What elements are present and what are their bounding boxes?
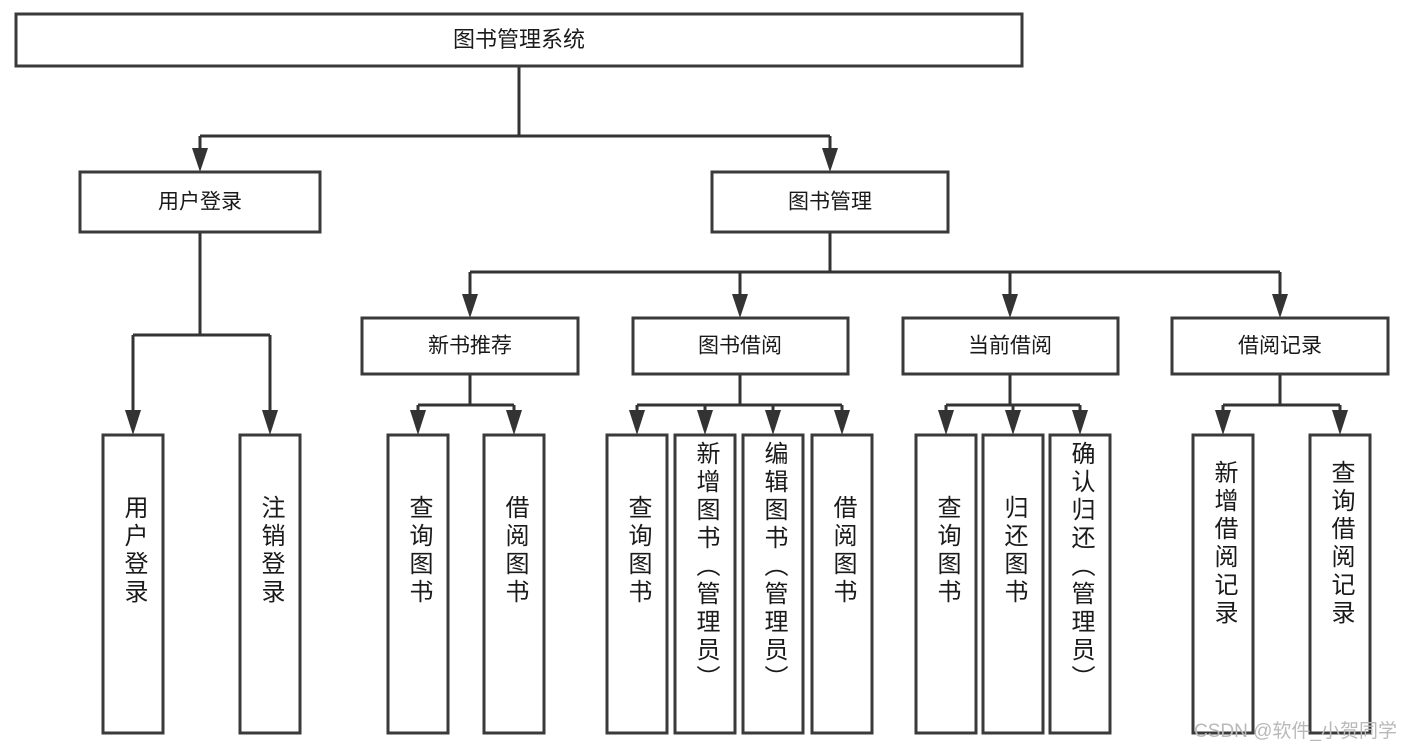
leaf-label-query-book-1: 查询图书 bbox=[405, 495, 432, 607]
leaf-box-borrow-book-1[interactable] bbox=[482, 433, 546, 735]
arrowhead-current bbox=[1002, 294, 1018, 318]
arrowhead-leaf-query-book-1 bbox=[410, 410, 426, 435]
leaf-label-edit-book-wrap: 编辑图书（管理员） bbox=[743, 441, 803, 693]
leaf-label-add-record-wrap: 新增借阅记录 bbox=[1193, 460, 1253, 628]
arrowhead-newbook bbox=[462, 294, 478, 318]
leaf-label-borrow-book-1-wrap: 借阅图书 bbox=[484, 495, 544, 607]
arrowhead-login bbox=[192, 148, 208, 172]
arrowhead-leaf-user-login bbox=[125, 410, 141, 435]
arrowhead-leaf-edit-book bbox=[765, 410, 781, 435]
leaf-box-logout[interactable] bbox=[238, 433, 302, 735]
leaf-label-borrow-book-2-wrap: 借阅图书 bbox=[812, 495, 872, 607]
leaf-box-borrow-book-2[interactable] bbox=[810, 433, 874, 735]
leaf-label-return-book: 归还图书 bbox=[1000, 495, 1027, 607]
arrowhead-leaf-query-book-3 bbox=[938, 410, 954, 435]
leaf-box-user-login[interactable] bbox=[101, 433, 165, 735]
root-node-label: 图书管理系统 bbox=[453, 27, 585, 52]
node-new-book-recommend-label: 新书推荐 bbox=[428, 335, 512, 358]
leaf-label-borrow-book-2: 借阅图书 bbox=[829, 495, 856, 607]
node-borrow-record-box[interactable] bbox=[1170, 316, 1390, 376]
leaf-label-query-book-2: 查询图书 bbox=[624, 495, 651, 607]
leaf-label-user-login-wrap: 用户登录 bbox=[103, 495, 163, 607]
node-user-login-box[interactable] bbox=[78, 170, 322, 234]
leaf-box-add-book[interactable] bbox=[673, 433, 737, 735]
arrowhead-leaf-add-record bbox=[1215, 410, 1231, 435]
arrowhead-leaf-borrow-book-2 bbox=[834, 410, 850, 435]
arrowhead-borrow bbox=[732, 294, 748, 318]
leaf-box-query-book-2[interactable] bbox=[605, 433, 669, 735]
leaf-label-return-book-wrap: 归还图书 bbox=[983, 495, 1043, 607]
leaf-box-query-book-3[interactable] bbox=[914, 433, 978, 735]
leaf-box-confirm-return[interactable] bbox=[1048, 433, 1112, 735]
leaf-label-query-book-3-wrap: 查询图书 bbox=[916, 495, 976, 607]
leaf-box-return-book[interactable] bbox=[981, 433, 1045, 735]
leaf-box-query-book-1[interactable] bbox=[386, 433, 450, 735]
leaf-label-add-book-wrap: 新增图书（管理员） bbox=[675, 441, 735, 693]
leaf-label-query-book-1-wrap: 查询图书 bbox=[388, 495, 448, 607]
arrowhead-leaf-borrow-book-1 bbox=[506, 410, 522, 435]
node-current-borrow[interactable]: 当前借阅 bbox=[901, 316, 1120, 376]
leaf-label-query-record: 查询借阅记录 bbox=[1327, 460, 1354, 628]
node-user-login[interactable]: 用户登录 bbox=[78, 170, 322, 234]
arrowhead-record bbox=[1272, 294, 1288, 318]
root-node[interactable]: 图书管理系统 bbox=[14, 12, 1024, 68]
node-new-book-recommend-box[interactable] bbox=[360, 316, 580, 376]
arrowhead-leaf-return-book bbox=[1005, 410, 1021, 435]
node-user-login-label: 用户登录 bbox=[158, 191, 242, 214]
arrowhead-leaf-logout bbox=[262, 410, 278, 435]
leaf-label-add-record: 新增借阅记录 bbox=[1210, 460, 1237, 628]
csdn-watermark: CSDN @软件_小贺同学 bbox=[1194, 721, 1397, 742]
leaf-box-add-record[interactable] bbox=[1191, 433, 1255, 735]
node-borrow-record[interactable]: 借阅记录 bbox=[1170, 316, 1390, 376]
leaf-box-query-record[interactable] bbox=[1308, 433, 1372, 735]
leaf-label-logout-wrap: 注销登录 bbox=[240, 495, 300, 607]
connector-group bbox=[125, 66, 1348, 435]
node-current-borrow-box[interactable] bbox=[901, 316, 1120, 376]
node-new-book-recommend[interactable]: 新书推荐 bbox=[360, 316, 580, 376]
leaf-box-group bbox=[101, 433, 1372, 735]
arrowhead-leaf-query-record bbox=[1332, 410, 1348, 435]
leaf-label-borrow-book-1: 借阅图书 bbox=[501, 495, 528, 607]
arrowhead-leaf-add-book bbox=[697, 410, 713, 435]
leaf-box-edit-book[interactable] bbox=[741, 433, 805, 735]
leaf-label-logout: 注销登录 bbox=[257, 495, 284, 607]
node-book-management[interactable]: 图书管理 bbox=[710, 170, 950, 234]
leaf-label-query-record-wrap: 查询借阅记录 bbox=[1310, 460, 1370, 628]
leaf-label-user-login: 用户登录 bbox=[120, 495, 147, 607]
leaf-label-edit-book: 编辑图书（管理员） bbox=[760, 441, 787, 693]
arrowhead-leaf-confirm-return bbox=[1072, 410, 1088, 435]
root-node-box[interactable] bbox=[14, 12, 1024, 68]
node-current-borrow-label: 当前借阅 bbox=[968, 335, 1052, 358]
node-book-borrow-box[interactable] bbox=[631, 316, 850, 376]
node-book-borrow-label: 图书借阅 bbox=[698, 335, 782, 358]
node-borrow-record-label: 借阅记录 bbox=[1238, 335, 1322, 358]
arrowhead-leaf-query-book-2 bbox=[629, 410, 645, 435]
leaf-label-query-book-3: 查询图书 bbox=[933, 495, 960, 607]
node-book-management-box[interactable] bbox=[710, 170, 950, 234]
node-book-borrow[interactable]: 图书借阅 bbox=[631, 316, 850, 376]
node-book-management-label: 图书管理 bbox=[788, 191, 872, 214]
leaf-label-confirm-return: 确认归还（管理员） bbox=[1067, 441, 1094, 693]
leaf-label-confirm-return-wrap: 确认归还（管理员） bbox=[1050, 441, 1110, 693]
leaf-label-add-book: 新增图书（管理员） bbox=[692, 441, 719, 693]
arrowhead-bookmgmt bbox=[822, 148, 838, 172]
leaf-label-query-book-2-wrap: 查询图书 bbox=[607, 495, 667, 607]
